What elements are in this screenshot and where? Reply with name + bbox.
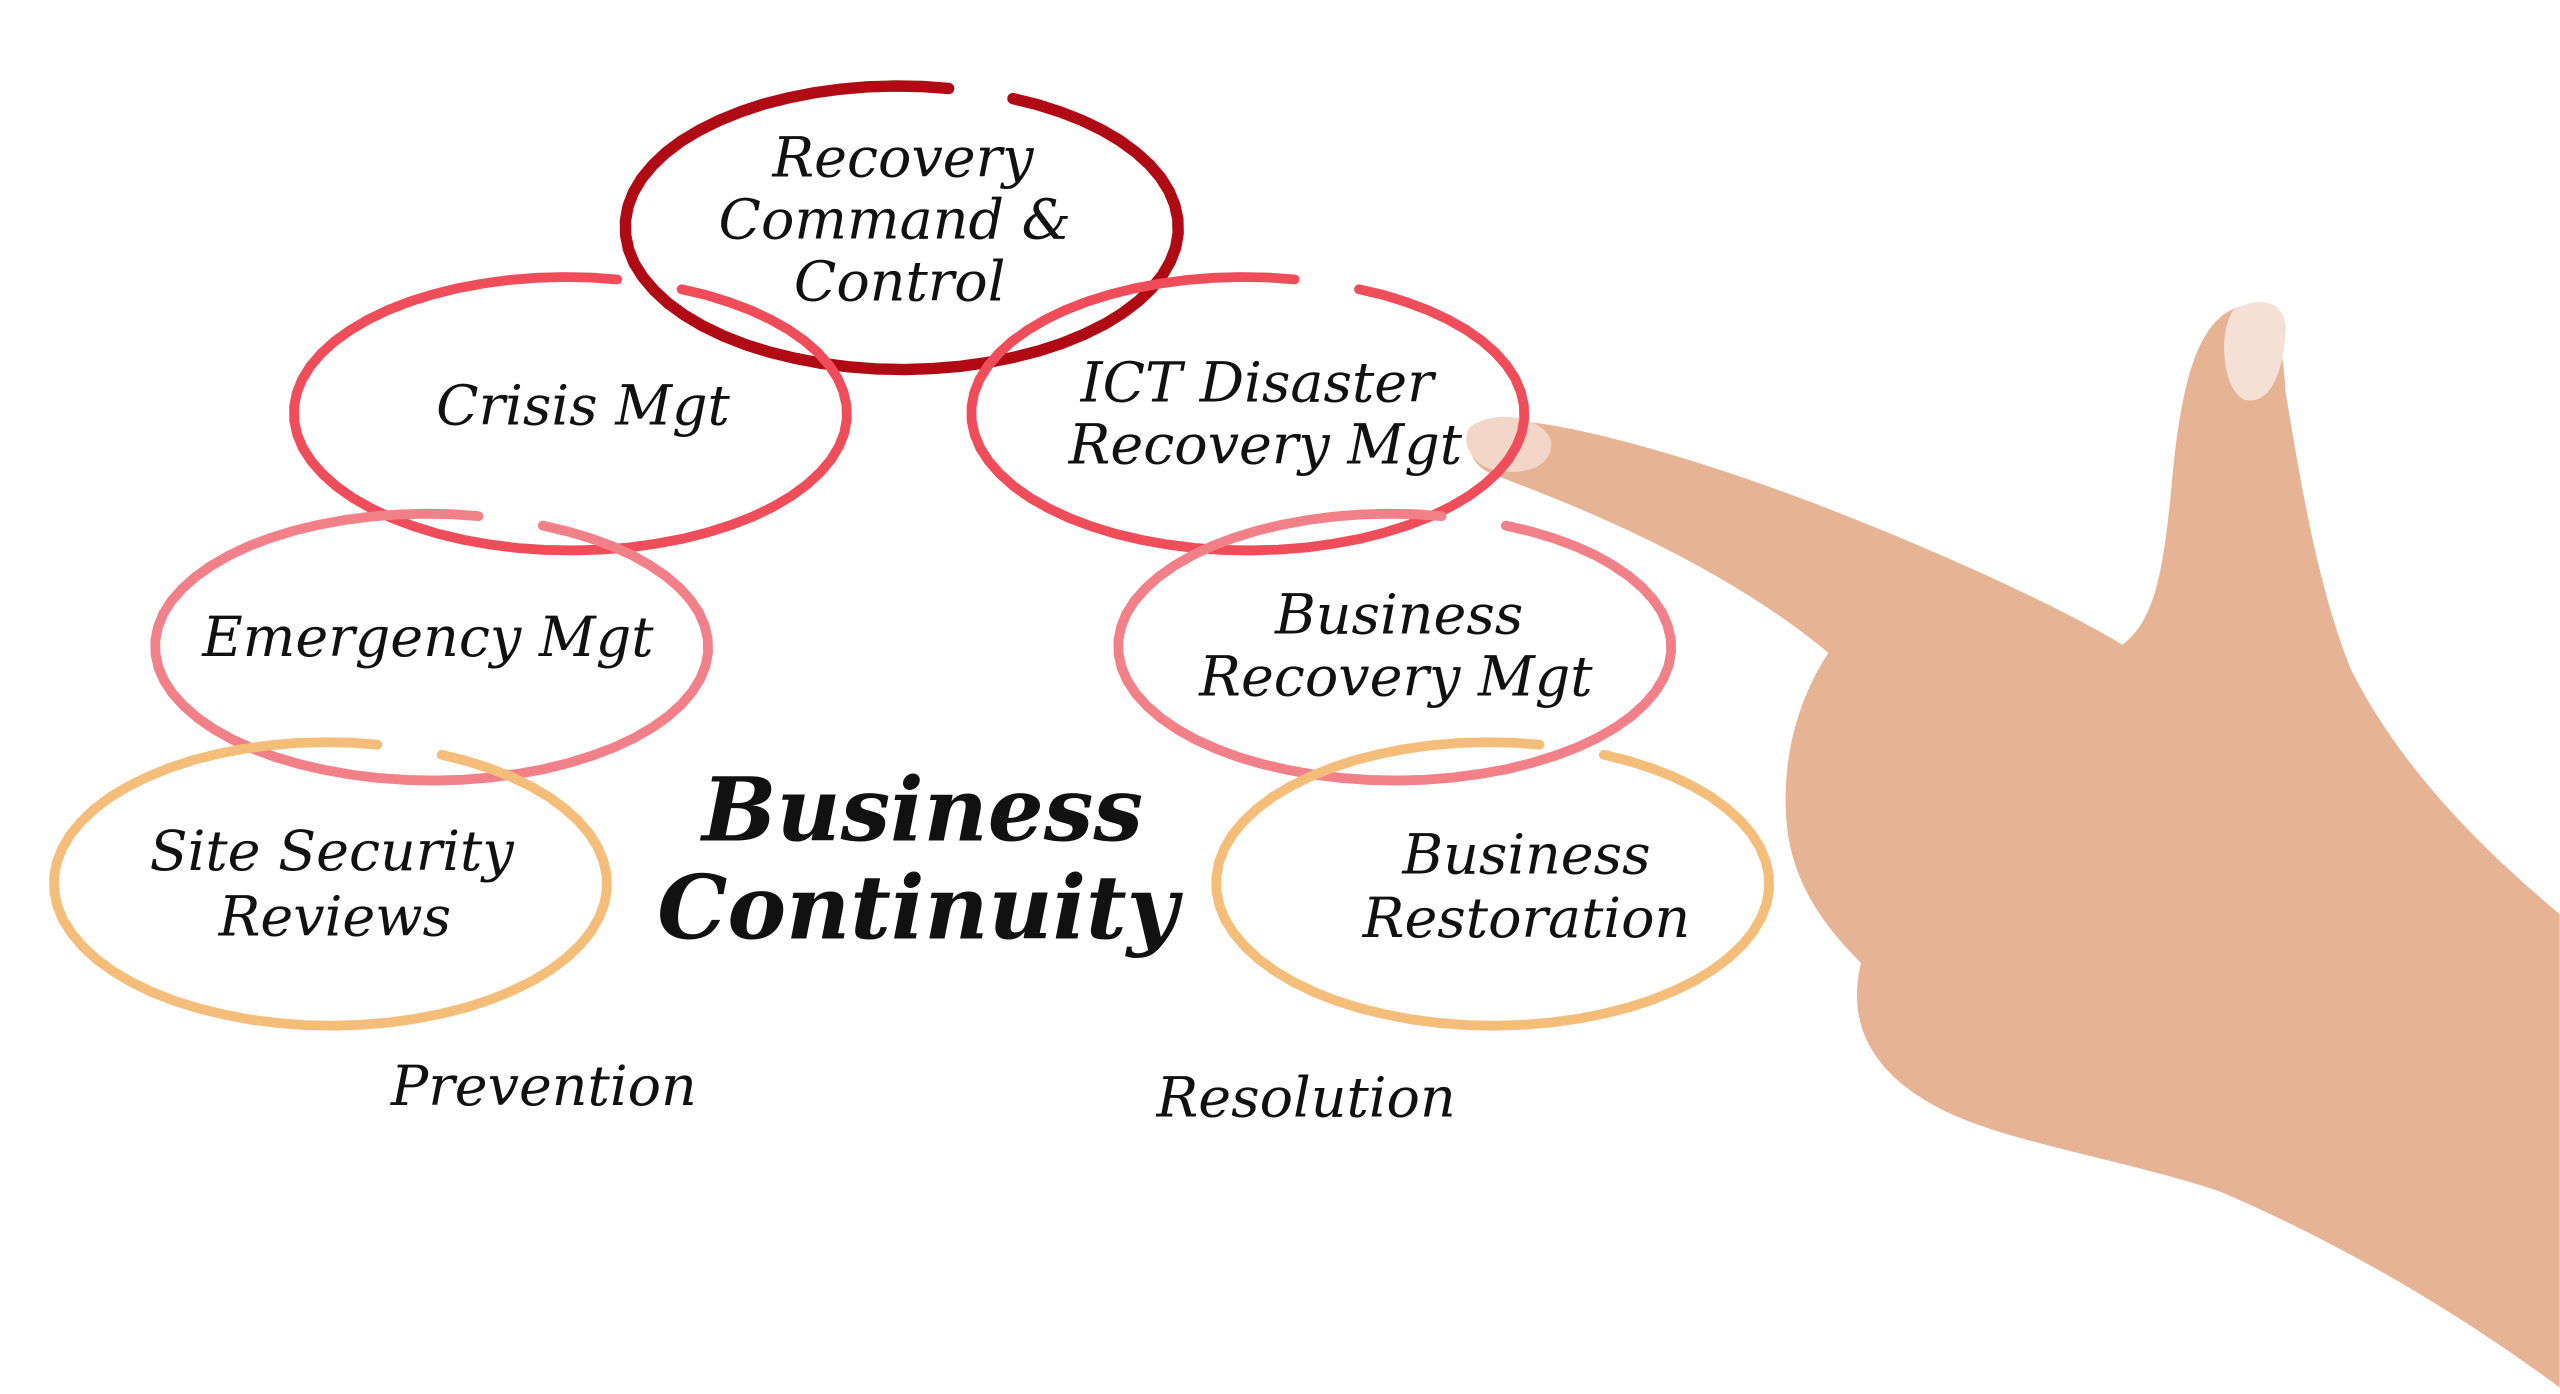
node-label: Recovery Mgt xyxy=(1068,413,1463,478)
node-label: Command & xyxy=(719,187,1071,252)
ellipse-crisis-mgt xyxy=(289,272,852,556)
center-title: Business Continuity xyxy=(657,758,1183,960)
thumbnail-icon xyxy=(2224,301,2286,401)
node-ict-disaster: ICT Disaster Recovery Mgt xyxy=(1068,351,1463,478)
node-label: Site Security xyxy=(150,819,515,884)
node-site-security: Site Security Reviews xyxy=(150,819,515,949)
hand-shape xyxy=(1469,306,2560,1388)
ellipse-site-security xyxy=(49,737,612,1031)
ellipse-ict-disaster xyxy=(966,272,1530,556)
node-label: Emergency Mgt xyxy=(201,605,654,670)
phase-label-prevention: Prevention xyxy=(390,1054,697,1119)
ellipse-group xyxy=(49,80,1774,1031)
node-crisis-mgt: Crisis Mgt xyxy=(436,373,730,438)
center-title-line: Continuity xyxy=(657,856,1183,960)
node-label: Business xyxy=(1274,582,1523,647)
node-label: Restoration xyxy=(1362,886,1691,951)
node-label: Recovery Mgt xyxy=(1198,644,1593,709)
phase-label-resolution: Resolution xyxy=(1156,1066,1456,1131)
ellipse-business-restoration xyxy=(1211,737,1774,1031)
node-label: Control xyxy=(794,249,1006,314)
ellipse-emergency-mgt xyxy=(150,508,713,786)
pointing-hand-image xyxy=(1466,301,2560,1388)
node-business-restoration: Business Restoration xyxy=(1362,822,1691,951)
node-label: ICT Disaster xyxy=(1080,351,1437,416)
node-label: Reviews xyxy=(218,884,452,949)
center-title-line: Business xyxy=(699,758,1143,862)
node-label: Recovery xyxy=(771,125,1034,190)
node-recovery-command: Recovery Command & Control xyxy=(719,125,1071,314)
node-label: Crisis Mgt xyxy=(436,373,730,438)
fingernail-icon xyxy=(1466,416,1552,472)
node-business-recovery: Business Recovery Mgt xyxy=(1198,582,1593,709)
node-label: Business xyxy=(1401,822,1650,887)
node-emergency-mgt: Emergency Mgt xyxy=(201,605,654,670)
